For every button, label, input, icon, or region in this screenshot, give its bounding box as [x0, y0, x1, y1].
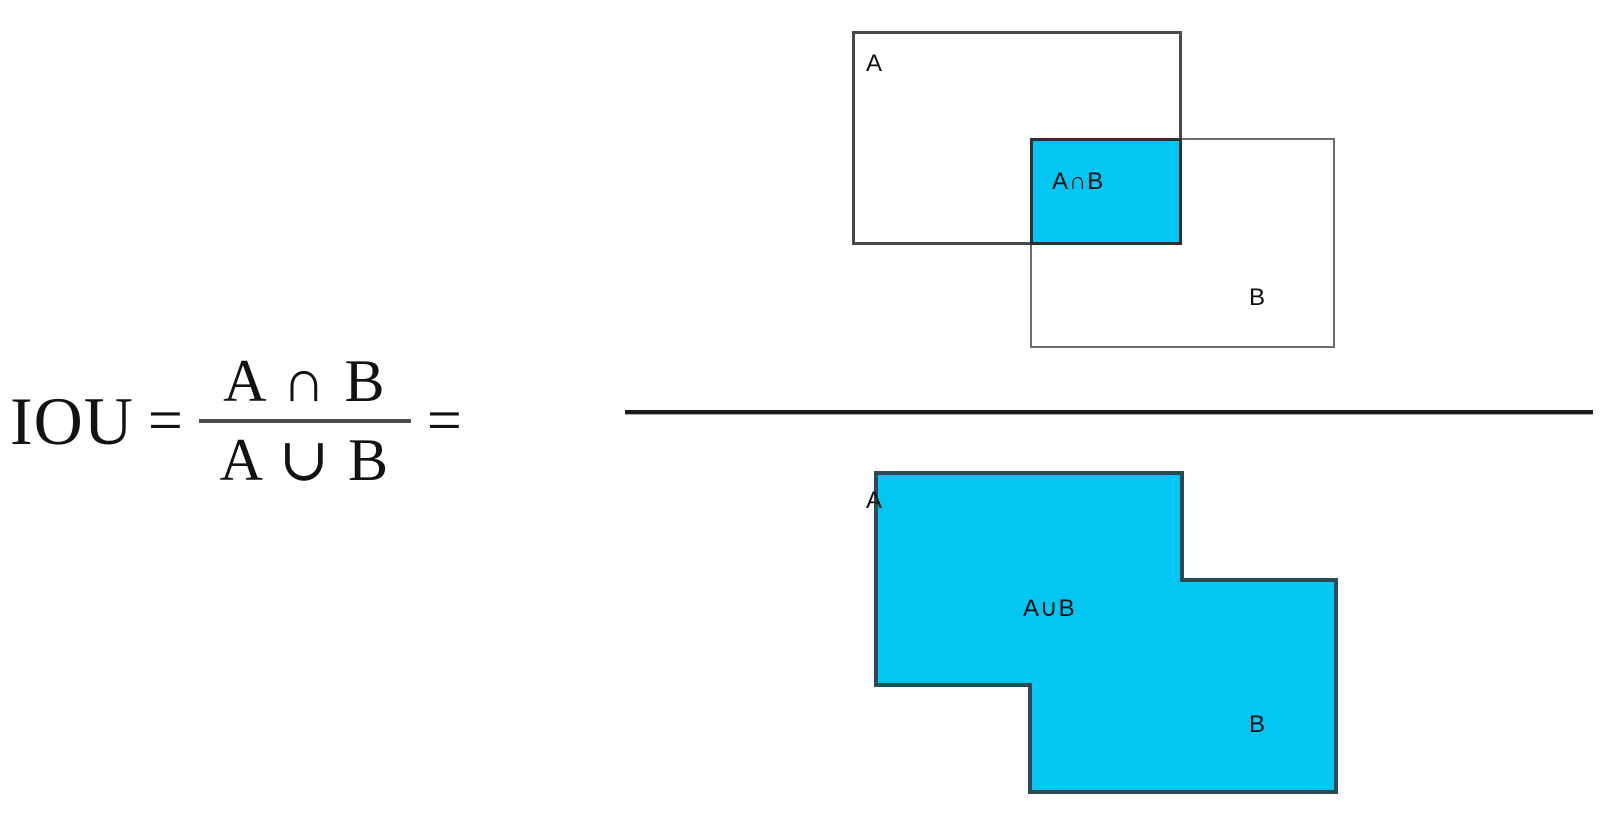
label-rect-b-top: B: [1249, 284, 1266, 311]
iou-formula: IOU = A ∩ B A ∪ B =: [10, 348, 476, 494]
formula-numerator-text: A ∩ B: [223, 348, 387, 414]
label-rect-a-bottom: A: [866, 487, 883, 514]
formula-fraction-bar: [198, 419, 411, 424]
union-polygon: [874, 471, 1338, 794]
formula-equals-second: =: [426, 387, 462, 456]
formula-fraction: A ∩ B A ∪ B: [198, 348, 411, 494]
label-union: A∪B: [1023, 595, 1076, 622]
intersection-diagram: A B A∩B: [0, 0, 1619, 400]
main-fraction-bar: [625, 410, 1593, 414]
label-intersection: A∩B: [1052, 168, 1105, 195]
union-shape-svg: [874, 471, 1338, 794]
formula-equals-first: =: [147, 387, 183, 456]
label-rect-a-top: A: [866, 50, 883, 77]
formula-lhs-label: IOU: [10, 383, 134, 460]
union-diagram: [845, 455, 1365, 815]
label-rect-b-bottom: B: [1249, 711, 1266, 738]
rect-intersection-fill: [1030, 138, 1182, 245]
formula-denominator-text: A ∪ B: [219, 427, 390, 494]
